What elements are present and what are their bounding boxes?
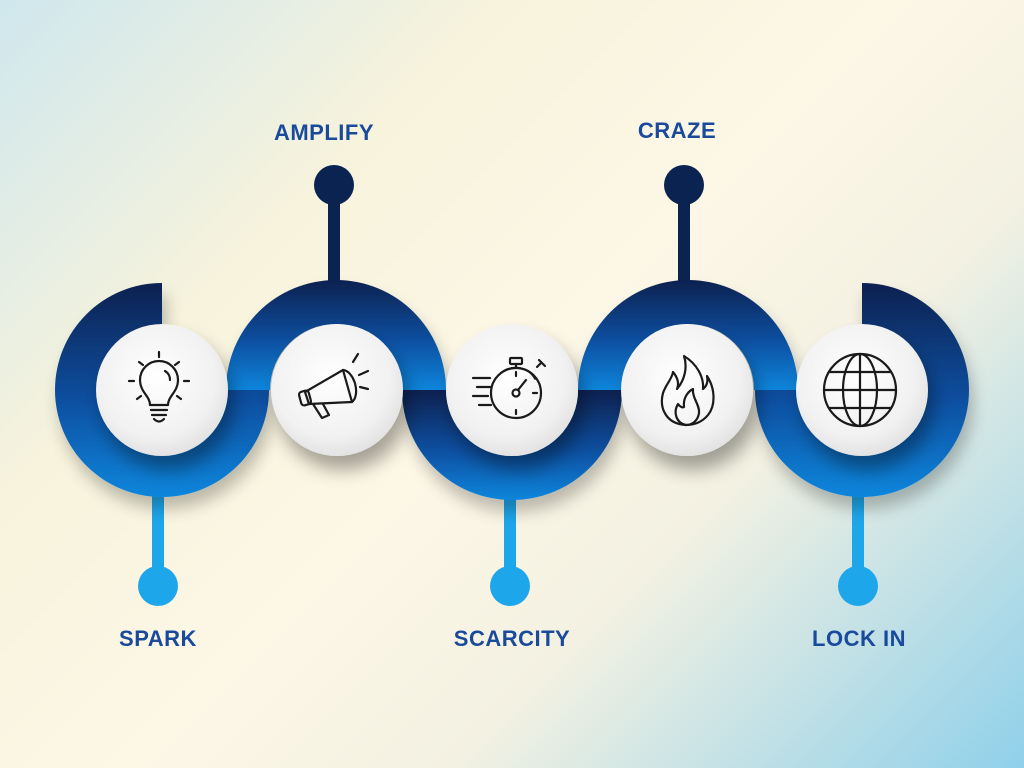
node-scarcity-circle — [446, 324, 578, 456]
megaphone-icon — [297, 352, 370, 420]
step-label-amplify: AMPLIFY — [273, 120, 375, 145]
pin-craze-stem — [678, 185, 690, 295]
globe-icon — [822, 352, 898, 428]
step-label-craze: CRAZE — [637, 118, 717, 143]
pin-scarcity-stem — [504, 480, 516, 586]
node-scarcity — [446, 324, 578, 456]
pin-scarcity-dot — [490, 566, 530, 606]
pin-amplify-dot — [314, 165, 354, 205]
lightbulb-icon — [127, 350, 191, 423]
serpentine-band — [55, 280, 969, 500]
node-craze-circle — [621, 324, 753, 456]
pin-amplify-stem — [328, 185, 340, 295]
pin-spark-stem — [152, 480, 164, 586]
node-amplify-circle — [271, 324, 403, 456]
band-segment-amplify — [226, 280, 446, 390]
stopwatch-icon — [471, 356, 547, 420]
pin-spark-dot — [138, 566, 178, 606]
pin-craze-dot — [664, 165, 704, 205]
step-label-spark: SPARK — [119, 626, 197, 651]
flame-icon — [660, 354, 715, 427]
band-segment-scarcity — [402, 390, 622, 500]
band-segment-spark — [55, 283, 269, 497]
node-spark-circle — [96, 324, 228, 456]
band-segment-lockin — [755, 283, 969, 497]
step-label-scarcity: SCARCITY — [453, 626, 571, 651]
node-craze — [621, 324, 753, 456]
step-label-lockin: LOCK IN — [812, 626, 906, 651]
pin-lockin-dot — [838, 566, 878, 606]
node-amplify — [271, 324, 403, 456]
node-spark — [96, 324, 228, 456]
pin-lockin-stem — [852, 480, 864, 586]
band-segment-craze — [578, 280, 798, 390]
pin-connectors — [138, 165, 878, 606]
